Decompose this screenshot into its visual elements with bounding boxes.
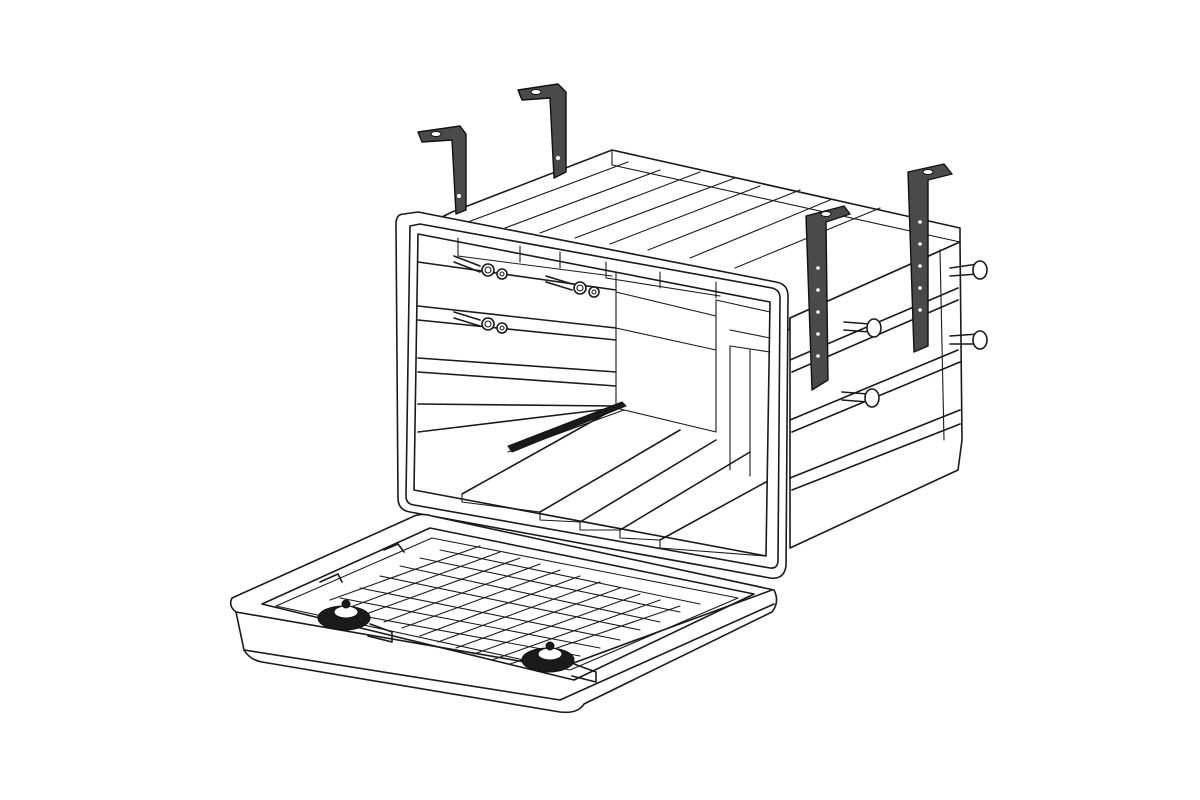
lid-hinges — [319, 543, 405, 583]
interior-fasteners — [453, 255, 600, 334]
lid-grid — [329, 545, 701, 665]
bracket-rear-long — [907, 163, 953, 353]
fastener — [453, 255, 508, 280]
box-top-ribs — [467, 149, 961, 269]
bolt — [841, 388, 880, 408]
bracket-back-left — [417, 125, 467, 215]
floor-slot — [507, 401, 627, 453]
bolt — [843, 318, 882, 338]
lid-latch-left — [317, 599, 393, 643]
mounting-brackets — [417, 83, 953, 391]
bolt — [949, 330, 988, 350]
bracket-front-long — [805, 205, 851, 391]
bracket-back-right — [517, 83, 567, 179]
frame-outer — [395, 211, 789, 580]
fastener — [453, 311, 508, 334]
lid-inner-rim — [261, 527, 755, 681]
fastener — [545, 275, 600, 298]
lid-latch-right — [521, 641, 597, 683]
side-bolts — [841, 260, 988, 408]
box-lid — [229, 513, 778, 714]
bolt — [949, 260, 988, 280]
frame-inner-lip — [405, 223, 781, 569]
